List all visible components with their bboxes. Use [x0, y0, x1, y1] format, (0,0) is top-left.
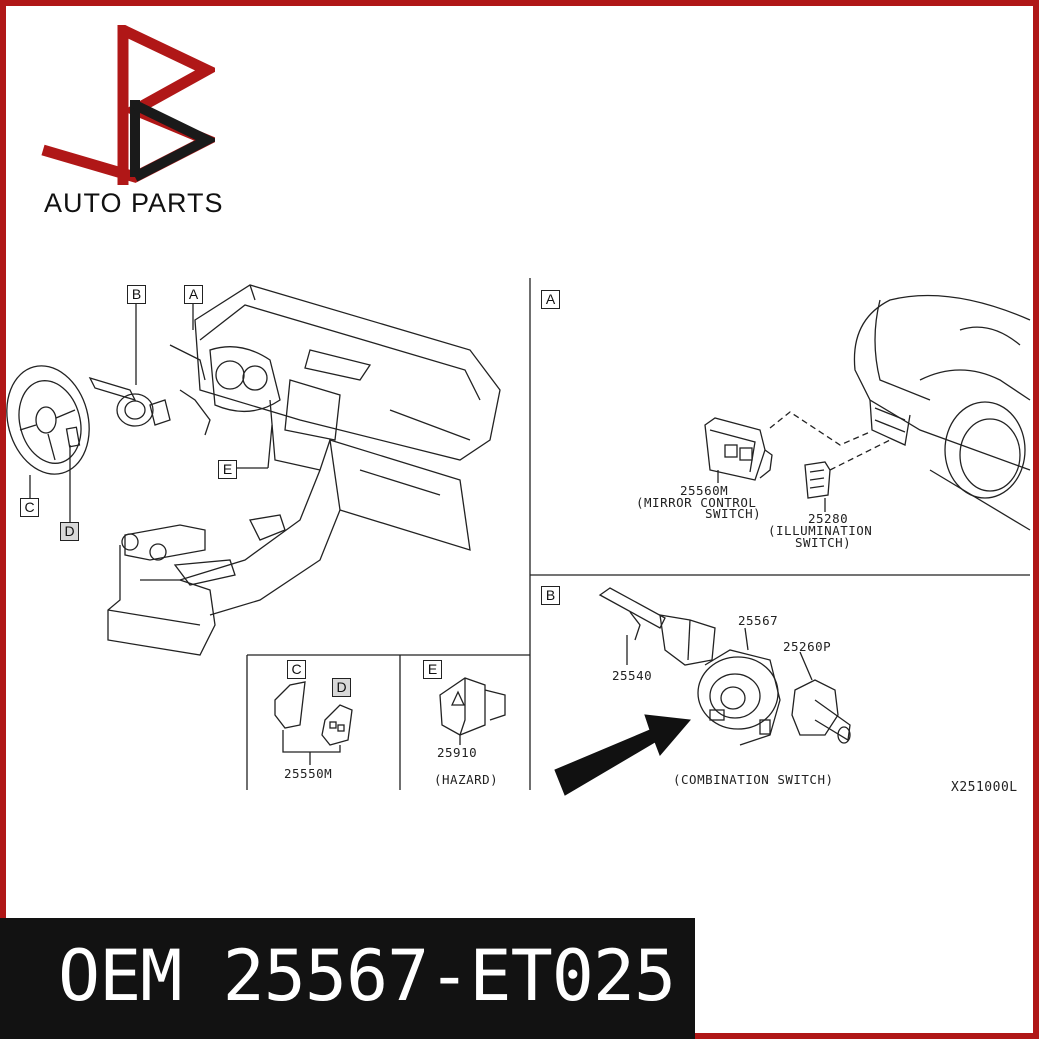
steering-switch-c-drawing [274, 681, 306, 729]
oem-banner [0, 918, 695, 1039]
part-name-mirror-1: (MIRROR CONTROL [636, 495, 757, 510]
part-name-mirror-2: SWITCH) [705, 506, 762, 521]
panel-tag-b: B [541, 586, 560, 605]
part-code-25540: 25540 [612, 668, 653, 683]
brand-name: AUTO PARTS [44, 188, 224, 218]
combination-switch-small-drawing [88, 376, 171, 427]
illumination-switch-drawing [804, 461, 831, 499]
part-code-25567: 25567 [738, 613, 779, 628]
combination-switch-label: (COMBINATION SWITCH) [673, 772, 834, 787]
part-code-25260p: 25260P [783, 639, 832, 654]
hazard-switch-drawing [439, 677, 506, 736]
panel-tag-d: D [332, 678, 351, 697]
callout-tag-d: D [60, 522, 79, 541]
mirror-switch-drawing [704, 417, 773, 481]
lighting-lever-drawing [791, 679, 851, 744]
part-code-25550m: 25550M [284, 766, 333, 781]
dashboard-closeup-drawing [853, 294, 1031, 531]
part-code-25280: 25280 [808, 511, 849, 526]
panel-tag-a: A [541, 290, 560, 309]
spiral-cable-drawing [697, 649, 781, 746]
oem-part-number: OEM 25567-ET025 [58, 935, 676, 1017]
hazard-label: (HAZARD) [434, 772, 499, 787]
jb-logo-icon [41, 25, 215, 185]
panel-tag-c: C [287, 660, 306, 679]
part-name-illum-1: (ILLUMINATION [768, 523, 873, 538]
drawing-id: X251000L [951, 780, 1018, 795]
dashboard-drawing [107, 284, 501, 656]
callout-tag-b: B [127, 285, 146, 304]
callout-tag-a: A [184, 285, 203, 304]
steering-switch-d-drawing [321, 704, 353, 746]
callout-tag-e: E [218, 460, 237, 479]
part-code-25560m: 25560M [680, 483, 729, 498]
wiper-lever-drawing [598, 587, 716, 666]
panel-tag-e: E [423, 660, 442, 679]
callout-tag-c: C [20, 498, 39, 517]
arrow-pointer-icon [554, 714, 691, 796]
part-name-illum-2: SWITCH) [795, 535, 852, 550]
part-code-25910: 25910 [437, 745, 478, 760]
steering-wheel-drawing [6, 365, 90, 475]
